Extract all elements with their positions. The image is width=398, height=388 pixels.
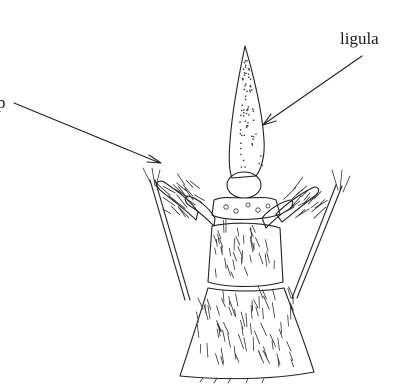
right-labial-palp (262, 177, 327, 228)
prementum (208, 219, 283, 287)
ligula-leader-arrow (263, 56, 362, 125)
ligula-label: ligula (340, 29, 379, 48)
prementum-top (212, 198, 280, 220)
ligula-blade (229, 46, 264, 178)
mentum (180, 287, 314, 379)
ligula-base (227, 172, 261, 198)
left-leader-arrow (14, 103, 161, 163)
right-palp-stem (292, 170, 350, 298)
left-label-fragment: p (0, 93, 6, 112)
